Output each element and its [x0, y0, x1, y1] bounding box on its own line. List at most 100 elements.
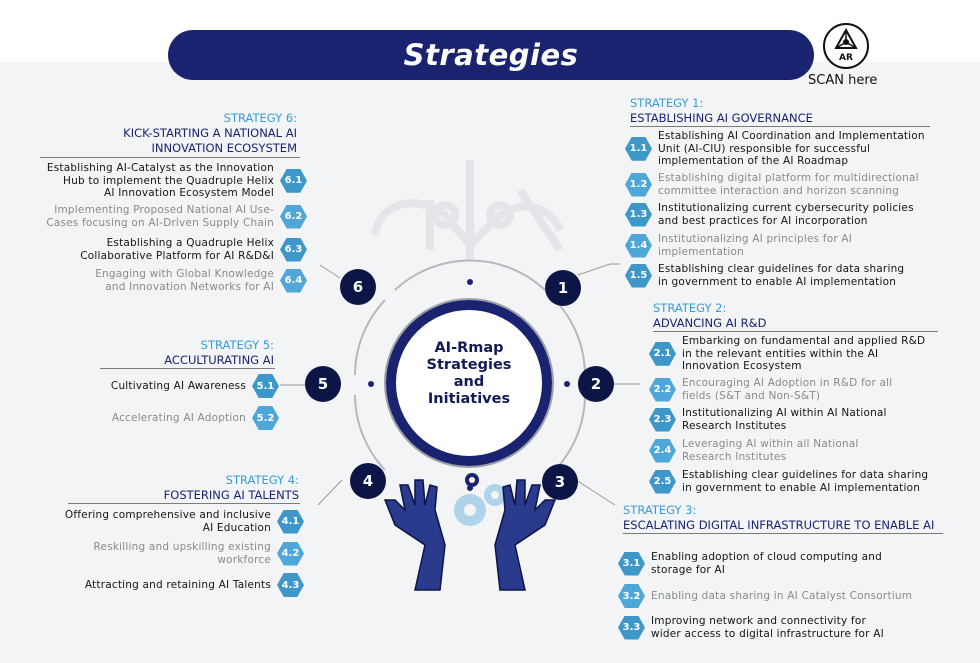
strategy-6-name-line-1: KICK-STARTING A NATIONAL AI — [123, 126, 297, 140]
initiative-text: Attracting and retaining AI Talents — [84, 578, 271, 591]
page-title: Strategies — [403, 38, 579, 72]
initiative-text: Institutionalizing current cybersecurity… — [658, 202, 914, 227]
node-3-label[interactable]: 3 — [554, 473, 566, 491]
node-5-label[interactable]: 5 — [317, 375, 329, 393]
initiative-5-2[interactable]: Accelerating AI Adoption 5.2 — [112, 406, 279, 430]
hub-line: Initiatives — [427, 391, 511, 407]
hub-line: Strategies — [426, 357, 512, 373]
initiative-1-5[interactable]: 1.5 Establishing clear guidelines for da… — [625, 263, 904, 288]
initiative-1-3[interactable]: 1.3 Institutionalizing current cybersecu… — [625, 202, 914, 227]
initiative-badge: 4.2 — [277, 541, 304, 566]
initiative-text: Accelerating AI Adoption — [111, 411, 246, 424]
strategy-6-divider — [40, 157, 300, 158]
initiative-badge: 2.3 — [649, 407, 676, 432]
initiative-badge: 6.1 — [280, 168, 307, 193]
strategy-6-heading: STRATEGY 6: KICK-STARTING A NATIONAL AI … — [100, 111, 297, 156]
hub-navy-ring — [386, 300, 552, 466]
initiative-text: Enabling adoption of cloud computing and… — [651, 551, 882, 576]
strategy-3-heading: STRATEGY 3: ESCALATING DIGITAL INFRASTRU… — [623, 503, 934, 533]
hub-title: AI-Rmap Strategies and Initiatives — [395, 340, 543, 408]
strategy-3-divider — [623, 533, 943, 534]
initiative-text: Cultivating AI Awareness — [110, 379, 246, 392]
initiative-6-1[interactable]: Establishing AI-Catalyst as the Innovati… — [47, 162, 307, 200]
node-4-label[interactable]: 4 — [362, 472, 374, 490]
strategy-4-name: FOSTERING AI TALENTS — [163, 488, 299, 502]
initiative-badge: 6.4 — [280, 268, 307, 293]
initiative-5-1[interactable]: Cultivating AI Awareness 5.1 — [111, 374, 279, 398]
initiative-3-3[interactable]: 3.3 Improving network and connectivity f… — [618, 615, 884, 640]
strategy-1-label: STRATEGY 1: — [630, 96, 704, 110]
strategy-5-label: STRATEGY 5: — [200, 338, 274, 352]
initiative-6-2[interactable]: Implementing Proposed National AI Use-Ca… — [46, 204, 307, 229]
strategy-2-label: STRATEGY 2: — [653, 301, 727, 315]
outer-ring — [354, 259, 586, 471]
initiative-text: Establishing clear guidelines for data s… — [682, 469, 929, 494]
initiative-text: Institutionalizing AI within AI National… — [682, 407, 887, 432]
initiative-badge: 2.1 — [649, 341, 676, 366]
initiative-badge: 1.2 — [625, 172, 652, 197]
initiative-1-4[interactable]: 1.4 Institutionalizing AI principles for… — [625, 233, 852, 258]
title-banner: Strategies — [168, 30, 814, 80]
initiative-1-2[interactable]: 1.2 Establishing digital platform for mu… — [625, 172, 919, 197]
gear-decor-icon — [454, 484, 506, 526]
initiative-text: Establishing clear guidelines for data s… — [658, 263, 905, 288]
initiative-badge: 3.3 — [618, 615, 645, 640]
strategy-5-divider — [100, 368, 275, 369]
initiative-text: Establishing AI Coordination and Impleme… — [658, 130, 925, 167]
strategy-6-label: STRATEGY 6: — [223, 111, 297, 125]
initiative-badge: 1.5 — [625, 263, 652, 288]
initiative-2-3[interactable]: 2.3 Institutionalizing AI within AI Nati… — [649, 407, 887, 432]
node-3-circle — [542, 464, 578, 500]
strategy-1-heading: STRATEGY 1: ESTABLISHING AI GOVERNANCE — [630, 96, 813, 126]
initiative-text: Embarking on fundamental and applied R&D… — [682, 335, 926, 372]
strategy-2-name: ADVANCING AI R&D — [653, 316, 767, 330]
initiative-2-1[interactable]: 2.1 Embarking on fundamental and applied… — [649, 335, 925, 373]
scan-logo-icon[interactable]: AR — [822, 22, 870, 70]
initiative-1-1[interactable]: 1.1 Establishing AI Coordination and Imp… — [625, 130, 925, 168]
gear-icon — [465, 473, 479, 487]
robot-hands-icon — [383, 479, 557, 591]
initiative-2-5[interactable]: 2.5 Establishing clear guidelines for da… — [649, 469, 928, 494]
initiative-badge: 6.3 — [280, 237, 307, 262]
initiative-badge: 1.4 — [625, 233, 652, 258]
initiative-4-3[interactable]: Attracting and retaining AI Talents 4.3 — [85, 573, 304, 597]
initiative-badge: 4.3 — [277, 573, 304, 597]
scan-label: SCAN here — [808, 73, 878, 88]
initiative-2-2[interactable]: 2.2 Encouraging AI Adoption in R&D for a… — [649, 377, 892, 402]
strategy-4-divider — [68, 503, 300, 504]
initiative-badge: 5.2 — [252, 406, 279, 430]
initiative-3-1[interactable]: 3.1 Enabling adoption of cloud computing… — [618, 551, 882, 576]
strategy-3-label: STRATEGY 3: — [623, 503, 697, 517]
initiative-badge: 1.3 — [625, 202, 652, 227]
strategy-3-name: ESCALATING DIGITAL INFRASTRUCTURE TO ENA… — [623, 518, 935, 532]
strategy-4-heading: STRATEGY 4: FOSTERING AI TALENTS — [100, 473, 299, 503]
strategy-1-divider — [630, 126, 930, 127]
initiative-badge: 6.2 — [280, 204, 307, 229]
robot-arm-watermark — [371, 160, 564, 260]
node-2-label[interactable]: 2 — [590, 375, 602, 393]
strategy-4-label: STRATEGY 4: — [225, 473, 299, 487]
node-6-label[interactable]: 6 — [352, 278, 364, 296]
strategy-1-name: ESTABLISHING AI GOVERNANCE — [630, 111, 813, 125]
initiative-badge: 2.2 — [649, 377, 676, 402]
node-2-circle — [578, 366, 614, 402]
strategy-2-divider — [653, 331, 938, 332]
hub-line: and — [453, 374, 485, 390]
initiative-text: Establishing AI-Catalyst as the Innovati… — [46, 162, 274, 199]
hub-line: AI-Rmap — [434, 340, 504, 356]
logo-text: AR — [839, 53, 853, 63]
initiative-3-2[interactable]: 3.2 Enabling data sharing in AI Catalyst… — [618, 584, 912, 608]
initiative-text: Enabling data sharing in AI Catalyst Con… — [651, 589, 913, 602]
node-1-label[interactable]: 1 — [557, 279, 569, 297]
